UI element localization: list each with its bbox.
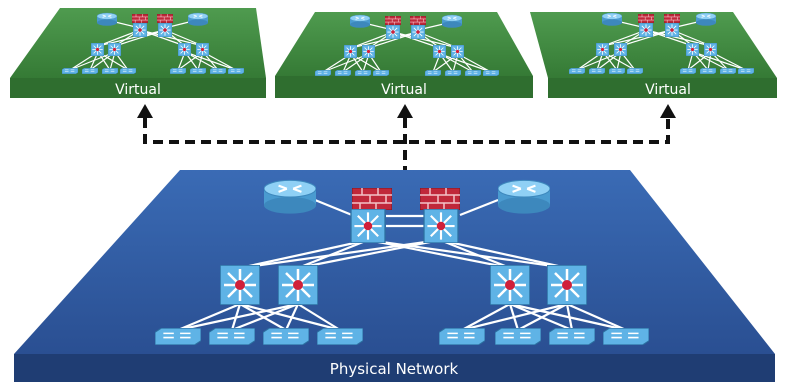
multilayer-switch-icon	[490, 265, 530, 305]
virtual-platform-front	[275, 76, 533, 98]
multilayer-switch-icon	[596, 43, 609, 56]
access-switch-icon	[720, 68, 736, 74]
firewall-icon	[410, 16, 426, 25]
multilayer-switch-icon	[178, 43, 191, 56]
access-switch-icon	[483, 70, 499, 76]
firewall-icon	[664, 14, 680, 23]
access-switch-icon	[738, 68, 754, 74]
virtual-platform-top	[275, 12, 533, 76]
arrow-up-icon	[397, 104, 413, 118]
physical-topology	[177, 198, 627, 332]
access-switch-icon	[102, 68, 118, 74]
firewall-icon	[132, 14, 148, 23]
virtual-network-3: Virtual	[530, 12, 777, 98]
access-switch-icon	[335, 70, 351, 76]
access-switch-icon	[170, 68, 186, 74]
access-switch-icon	[425, 70, 441, 76]
router-icon	[188, 12, 208, 26]
multilayer-switch-icon	[614, 43, 627, 56]
firewall-icon	[638, 14, 654, 23]
multilayer-switch-icon	[133, 23, 147, 37]
access-switch-icon	[210, 68, 226, 74]
router-icon	[602, 12, 622, 26]
access-switch-icon	[209, 328, 255, 345]
multilayer-switch-icon	[423, 209, 459, 243]
access-switch-icon	[445, 70, 461, 76]
access-switch-icon	[465, 70, 481, 76]
arrowheads	[137, 104, 676, 118]
firewall-icon	[157, 14, 173, 23]
multilayer-switch-icon	[686, 43, 699, 56]
virtual-label: Virtual	[645, 82, 691, 98]
firewall-icon	[385, 16, 401, 25]
virtualization-arrows	[143, 118, 670, 178]
physical-network-label: Physical Network	[330, 360, 459, 378]
multilayer-switch-icon	[362, 45, 375, 58]
access-switch-icon	[355, 70, 371, 76]
access-switch-icon	[495, 328, 541, 345]
multilayer-switch-icon	[665, 23, 679, 37]
multilayer-switch-icon	[278, 265, 318, 305]
router-icon	[498, 179, 550, 214]
router-icon	[350, 14, 370, 28]
multilayer-switch-icon	[704, 43, 717, 56]
multilayer-switch-icon	[158, 23, 172, 37]
access-switch-icon	[439, 328, 485, 345]
virtual-label: Virtual	[115, 82, 161, 98]
virtual-label: Virtual	[381, 82, 427, 98]
physical-platform-front	[14, 354, 775, 382]
access-switch-icon	[627, 68, 643, 74]
access-switch-icon	[120, 68, 136, 74]
router-icon	[264, 179, 316, 214]
access-switch-icon	[589, 68, 605, 74]
virtual-network-2: Virtual	[275, 12, 533, 98]
router-icon	[696, 12, 716, 26]
access-switch-icon	[317, 328, 363, 345]
access-switch-icon	[609, 68, 625, 74]
access-switch-icon	[62, 68, 78, 74]
arrow-up-icon	[660, 104, 676, 118]
virtual-platform-front	[548, 78, 777, 98]
access-switch-icon	[680, 68, 696, 74]
multilayer-switch-icon	[196, 43, 209, 56]
physical-network: Physical Network	[14, 170, 775, 382]
multilayer-switch-icon	[108, 43, 121, 56]
virtual-network-1: Virtual	[10, 8, 266, 98]
multilayer-switch-icon	[91, 43, 104, 56]
access-switch-icon	[373, 70, 389, 76]
multilayer-switch-icon	[433, 45, 446, 58]
access-switch-icon	[700, 68, 716, 74]
router-icon	[442, 14, 462, 28]
virtual-platform-front	[10, 78, 266, 98]
access-switch-icon	[155, 328, 201, 345]
virtual-platform-top	[530, 12, 777, 78]
access-switch-icon	[549, 328, 595, 345]
multilayer-switch-icon	[639, 23, 653, 37]
firewall-icon	[420, 188, 460, 210]
router-icon	[97, 12, 117, 26]
multilayer-switch-icon	[547, 265, 587, 305]
physical-platform-top	[14, 170, 775, 354]
access-switch-icon	[315, 70, 331, 76]
access-switch-icon	[569, 68, 585, 74]
access-switch-icon	[263, 328, 309, 345]
multilayer-switch-icon	[350, 209, 386, 243]
access-switch-icon	[603, 328, 649, 345]
access-switch-icon	[82, 68, 98, 74]
multilayer-switch-icon	[386, 25, 400, 39]
multilayer-switch-icon	[411, 25, 425, 39]
access-switch-icon	[228, 68, 244, 74]
arrow-up-icon	[137, 104, 153, 118]
multilayer-switch-icon	[344, 45, 357, 58]
access-switch-icon	[190, 68, 206, 74]
firewall-icon	[352, 188, 392, 210]
multilayer-switch-icon	[451, 45, 464, 58]
multilayer-switch-icon	[220, 265, 260, 305]
